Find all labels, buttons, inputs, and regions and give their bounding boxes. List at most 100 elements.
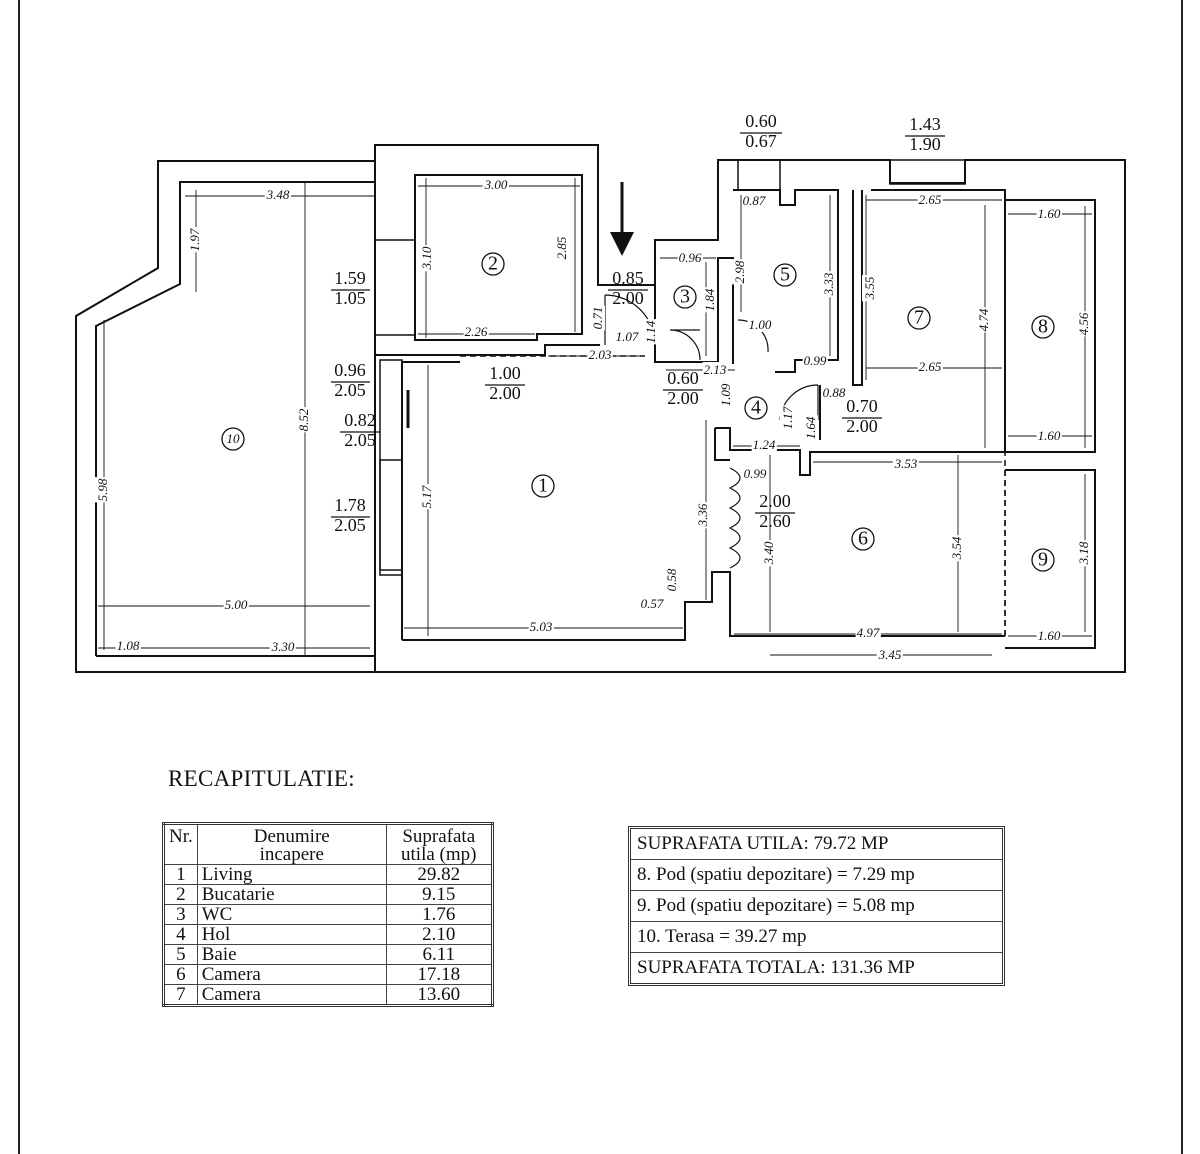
dimension-label: 3.18 [1076, 541, 1091, 565]
row-nr: 7 [163, 984, 198, 1006]
summary-attic-9: 9. Pod (spatiu depozitare) = 5.08 mp [631, 891, 1002, 922]
room-number: 8 [1038, 316, 1048, 338]
row-nr: 2 [163, 884, 198, 905]
windows [374, 159, 966, 576]
dimension-label-bg [917, 191, 943, 207]
dimension-label: 2.65 [919, 359, 942, 374]
room-circle [1031, 315, 1055, 339]
row-name: Hol [196, 924, 387, 945]
dimension-label-bg [820, 271, 836, 298]
dimension-label: 5.98 [95, 478, 110, 501]
dimension-label: 2.85 [554, 236, 569, 259]
dimension-label-bg [731, 259, 747, 285]
opening-width-label: 1.00 [489, 363, 521, 383]
dimension-label: 3.53 [894, 456, 918, 471]
header-name-line1: Denumire [253, 826, 330, 847]
dimension-label: 3.55 [862, 276, 877, 300]
opening-height-label: 2.05 [344, 430, 376, 450]
room-number: 9 [1038, 549, 1048, 571]
opening-labels: 0.600.671.431.901.591.050.962.050.822.05… [334, 111, 941, 535]
dimension-label: 1.24 [753, 437, 776, 452]
row-name: WC [196, 904, 387, 925]
page-border-left [18, 0, 20, 1154]
opening-width-label: 1.78 [334, 495, 366, 515]
dimension-label: 1.60 [1038, 206, 1061, 221]
dimension-label-bg [528, 618, 554, 634]
opening-height-label: 2.00 [846, 416, 878, 436]
dimension-label-bg [717, 382, 733, 408]
row-name: Bucatarie [196, 884, 387, 905]
dimension-label: 2.98 [732, 260, 747, 283]
header-nr: Nr. [163, 823, 198, 865]
dimension-label: 2.26 [465, 324, 488, 339]
dimension-label: 5.03 [530, 619, 553, 634]
row-nr: 6 [163, 964, 198, 985]
dimension-label: 0.87 [743, 193, 766, 208]
dimension-label-bg [917, 358, 943, 374]
header-name-line2: incapere [259, 844, 324, 865]
dimension-label: 3.33 [821, 272, 836, 296]
dimension-label: 3.00 [484, 177, 508, 192]
dimension-label-bg [115, 637, 141, 653]
room-number: 10 [227, 431, 241, 446]
dimension-label-bg [975, 307, 991, 333]
dimension-label: 2.13 [704, 362, 727, 377]
opening-width-label: 0.82 [344, 410, 376, 430]
page-border-right [1181, 0, 1183, 1154]
opening-width-label: 0.96 [334, 360, 366, 380]
dimension-label: 1.08 [117, 638, 140, 653]
dimension-label-bg [295, 407, 311, 433]
dimension-label-bg [741, 192, 767, 208]
opening-width-label: 0.70 [846, 396, 878, 416]
dimension-label: 2.65 [919, 192, 942, 207]
room-number: 7 [914, 307, 924, 329]
summary-attic-8: 8. Pod (spatiu depozitare) = 7.29 mp [631, 860, 1002, 891]
dimension-label: 3.36 [695, 503, 710, 527]
row-nr: 1 [163, 864, 198, 885]
row-area: 9.15 [385, 884, 493, 905]
opening-height-label: 1.90 [909, 134, 941, 154]
dimension-label: 1.07 [616, 329, 639, 344]
room-circle [531, 474, 555, 498]
dimension-label-bg [861, 275, 877, 302]
dimension-label-bg [694, 502, 710, 529]
row-name: Baie [196, 944, 387, 965]
room-number: 6 [858, 528, 868, 550]
recap-title: RECAPITULATIE: [168, 766, 355, 791]
dimension-label-bg [1075, 311, 1091, 337]
dimension-label-bg [418, 245, 434, 272]
row-area: 1.76 [385, 904, 493, 925]
dimension-label-bg [821, 384, 847, 400]
dimension-label-bg [1036, 205, 1062, 221]
dimension-label-bg [802, 352, 828, 368]
room-number: 5 [780, 264, 790, 286]
dimension-label-bg [802, 415, 818, 441]
dimension-lines [98, 178, 1092, 656]
dimension-label: 0.96 [679, 250, 702, 265]
opening-width-label: 0.60 [667, 368, 699, 388]
opening-height-label: 2.05 [334, 515, 366, 535]
dimension-label-bg [677, 249, 703, 265]
dimension-label: 1.97 [187, 228, 202, 251]
surface-summary-box: SUPRAFATA UTILA: 79.72 MP 8. Pod (spatiu… [628, 826, 1005, 986]
opening-fraction-bars [331, 132, 945, 518]
dimension-label: 1.14 [643, 320, 658, 343]
row-name: Living [196, 864, 387, 885]
dimension-label-bg [1036, 627, 1062, 643]
opening-width-label: 0.60 [745, 111, 777, 131]
dimension-label: 0.58 [664, 568, 679, 591]
dimension-label: 1.17 [780, 406, 795, 429]
dimension-label: 1.60 [1038, 628, 1061, 643]
room-circle [907, 306, 931, 330]
dimension-label-bg [701, 287, 717, 313]
row-area: 17.18 [385, 964, 493, 985]
room-circle [744, 396, 768, 420]
opening-height-label: 2.00 [667, 388, 699, 408]
header-area-line1: Suprafata [402, 826, 476, 847]
dimension-label: 1.84 [702, 288, 717, 311]
dimension-label-bg [418, 484, 434, 510]
